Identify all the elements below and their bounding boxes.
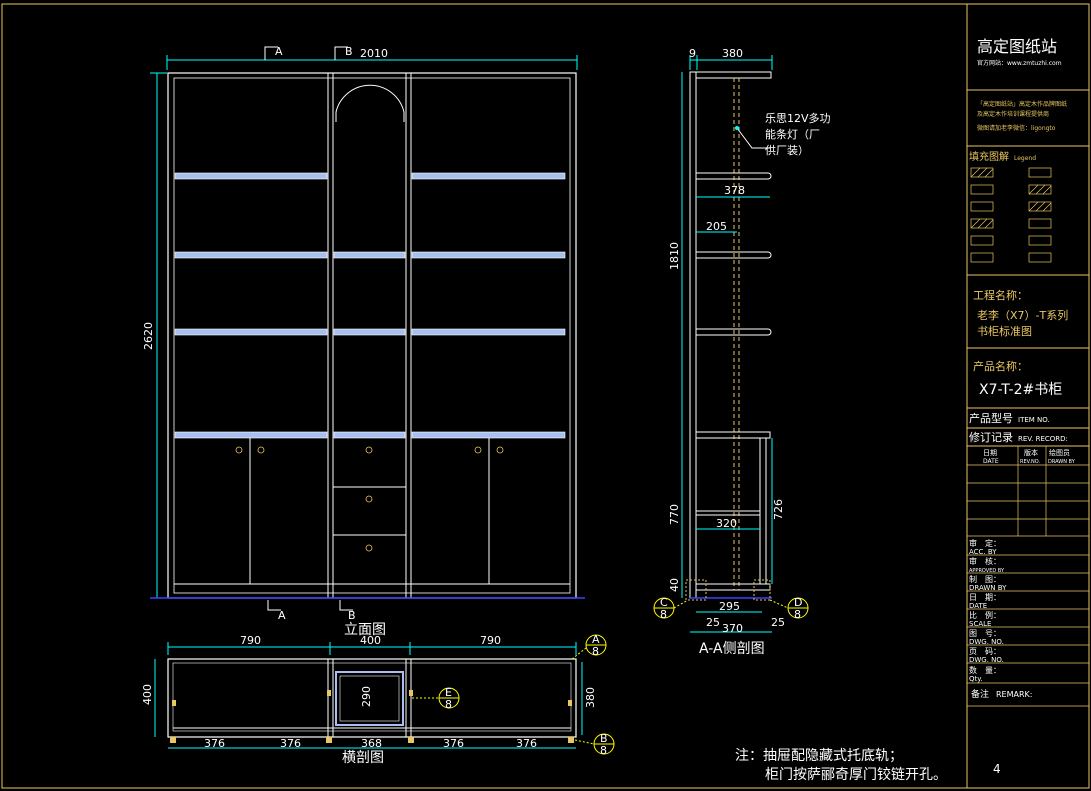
plan-width-left: 790	[240, 634, 261, 647]
plan-view: 790 400 790 400 380 290 376	[141, 633, 615, 766]
section-mark-b-top: B	[345, 45, 353, 58]
qty-label: 数 量：	[969, 665, 1001, 675]
side-section-view: 9 380 乐思12V多功 能条灯（厂 供厂装） 378 205	[653, 47, 831, 657]
callout-c-letter: C	[660, 596, 668, 609]
side-lower-height: 770	[668, 504, 681, 525]
side-base-height: 40	[668, 578, 681, 592]
plan-inner-depth: 290	[360, 686, 373, 707]
elevation-caption: 立面图	[344, 622, 386, 638]
side-caption: A-A侧剖图	[699, 641, 765, 657]
rev-label: 修订记录	[969, 430, 1013, 444]
plan-bottom-dim-3: 368	[361, 737, 382, 750]
plan-bottom-dim-2: 376	[280, 737, 301, 750]
section-mark-b-bottom: B	[348, 609, 356, 622]
scale-en: SCALE	[969, 620, 991, 628]
rev-en: REV. RECORD:	[1018, 435, 1068, 443]
appr-label: 审 核：	[969, 556, 1001, 566]
side-lower-inner-height: 726	[772, 499, 785, 520]
section-mark-a-bottom: A	[278, 609, 286, 622]
blurb-line2: 及高定木作培训课程提供商	[977, 110, 1049, 118]
callout-c-sub: 8	[660, 608, 667, 621]
page-en: DWG. NO.	[969, 656, 1004, 664]
col-drawn-en: DRAWN BY	[1048, 459, 1076, 465]
note-line2: 柜门按萨郦奇厚门铰链开孔。	[765, 766, 947, 783]
project-line2: 书柜标准图	[977, 324, 1032, 338]
company-name: 高定图纸站	[977, 37, 1057, 56]
plan-bottom-dim-1: 376	[204, 737, 225, 750]
drawn-en: DRAWN BY	[969, 584, 1007, 592]
side-shelf-dim-378: 378	[724, 184, 745, 197]
elevation-width-dim: 2010	[360, 47, 388, 60]
page-number: 4	[993, 762, 1001, 776]
light-note-line3: 供厂装）	[765, 143, 809, 157]
legend-swatches	[970, 167, 1052, 263]
acc-en: ACC. BY	[969, 548, 997, 556]
callout-a-sub: 8	[592, 645, 599, 658]
scale-label: 比 例：	[969, 610, 1001, 620]
plan-width-right: 790	[480, 634, 501, 647]
section-mark-a-top: A	[275, 45, 283, 58]
elevation-view: 2010 A B 2620	[142, 45, 585, 638]
elevation-height-dim: 2620	[142, 322, 155, 350]
callout-e-sub: 8	[445, 698, 452, 711]
callout-d-letter: D	[794, 596, 802, 609]
item-label: 产品型号	[969, 411, 1013, 425]
callout-b-sub: 8	[600, 744, 607, 757]
project-line1: 老李（X7）-T系列	[977, 308, 1068, 322]
col-rev: 版本	[1024, 448, 1038, 457]
blurb-line1: 「高定图纸站」高定木作品牌图纸	[977, 100, 1067, 108]
callout-b-letter: B	[600, 732, 608, 745]
callout-a-letter: A	[592, 633, 600, 646]
appr-en: APPROVED BY	[969, 568, 1005, 574]
side-bottom-inner: 295	[719, 600, 740, 613]
plan-bottom-dim-5: 376	[516, 737, 537, 750]
col-date-en: DATE	[983, 458, 999, 465]
project-label: 工程名称：	[973, 288, 1028, 302]
dwg-label: 图 号：	[969, 629, 1001, 638]
product-label: 产品名称：	[973, 359, 1028, 373]
item-en: ITEM NO.	[1018, 416, 1050, 424]
col-rev-en: REV.NO.	[1020, 459, 1040, 465]
side-shelf-dim-205: 205	[706, 220, 727, 233]
plan-depth-right: 380	[584, 687, 597, 708]
callout-d-sub: 8	[794, 608, 801, 621]
side-right-offset: 25	[771, 616, 785, 629]
title-block: 高定图纸站 官方网站：www.zmtuzhi.com 「高定图纸站」高定木作品牌…	[966, 4, 1089, 788]
remark-label: 备注	[971, 688, 989, 700]
legend-en: Legend	[1014, 155, 1036, 162]
plan-bottom-dim-4: 376	[443, 737, 464, 750]
blurb-line3: 微图请加老李微信：ligongto	[977, 124, 1056, 132]
page-label: 页 码：	[969, 647, 1001, 656]
drawn-label: 制 图：	[969, 574, 1001, 584]
date-en: DATE	[969, 602, 987, 610]
sheet-border	[1, 3, 1090, 789]
date-label: 日 期：	[969, 593, 1001, 602]
side-upper-height: 1810	[668, 242, 681, 270]
plan-depth-left: 400	[141, 684, 154, 705]
plan-width-center: 400	[360, 634, 381, 647]
col-date: 日期	[983, 449, 997, 457]
side-top-dim-left: 9	[689, 47, 696, 60]
callout-e-letter: E	[445, 686, 452, 699]
dwg-en: DWG. NO.	[969, 638, 1004, 646]
side-top-dim: 380	[722, 47, 743, 60]
side-left-offset: 25	[706, 616, 720, 629]
note-line1: 注：抽屉配隐藏式托底轨；	[735, 748, 903, 764]
acc-label: 审 定：	[969, 538, 1001, 548]
light-note-line1: 乐思12V多功	[765, 111, 831, 125]
plan-caption: 横剖图	[342, 750, 384, 766]
light-note-line2: 能条灯（厂	[765, 127, 820, 141]
company-website: 官方网站：www.zmtuzhi.com	[977, 59, 1062, 67]
remark-en: REMARK:	[996, 690, 1033, 699]
qty-en: Qty.	[969, 675, 983, 683]
product-name: X7-T-2#书柜	[979, 382, 1062, 398]
legend-title: 填充图解	[969, 150, 1009, 163]
col-drawn: 绘图员	[1049, 448, 1070, 457]
side-bottom-total: 370	[722, 622, 743, 635]
side-inner-width: 320	[716, 517, 737, 530]
